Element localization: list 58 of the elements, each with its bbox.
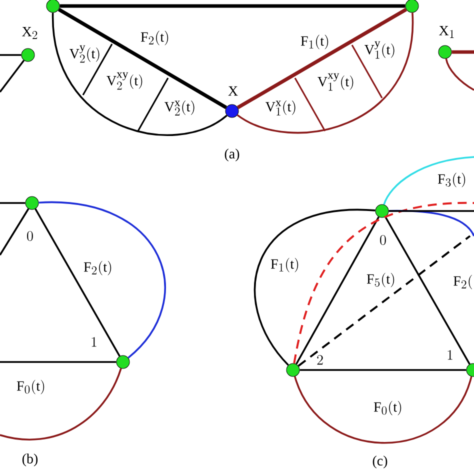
vertex-label: $X_1$ bbox=[439, 26, 454, 38]
region-label: $V_2^y(t)$ bbox=[69, 45, 100, 63]
vertex-dot bbox=[225, 104, 239, 118]
region-label: $F_2(t)$ bbox=[84, 260, 112, 276]
vertex-label: $X$ bbox=[228, 86, 238, 96]
panel-label: (b) bbox=[22, 454, 38, 466]
curve bbox=[383, 156, 474, 205]
edge-line bbox=[60, 4, 406, 8]
region-label: $F_5(t)$ bbox=[366, 272, 394, 288]
edge-line bbox=[296, 216, 380, 365]
edge-line bbox=[34, 208, 120, 357]
vertex-dot bbox=[25, 196, 39, 210]
curve bbox=[236, 12, 414, 134]
region-label: $F_0(t)$ bbox=[374, 400, 402, 416]
edge-line bbox=[384, 216, 470, 365]
curve bbox=[38, 202, 166, 358]
vertex-label: $0$ bbox=[380, 235, 386, 245]
edge-line bbox=[0, 361, 116, 363]
region-label: $V_1^{xy}(t)$ bbox=[318, 73, 354, 91]
region-label: $F_2($ bbox=[454, 274, 472, 290]
curve bbox=[0, 368, 122, 440]
region-label: $F_1(t)$ bbox=[270, 258, 298, 272]
region-label: $F_1(t)$ bbox=[300, 34, 328, 50]
curve bbox=[254, 209, 376, 366]
vertex-label: $X_2$ bbox=[22, 27, 38, 39]
edge-line bbox=[58, 8, 228, 110]
vertex-label: $2$ bbox=[317, 355, 323, 365]
edge-line bbox=[236, 8, 408, 110]
panel-label: (c) bbox=[372, 456, 388, 468]
edge-line bbox=[0, 202, 26, 204]
region-label: $V_2^x(t)$ bbox=[164, 100, 194, 116]
vertex-dot bbox=[466, 363, 474, 377]
panel-label: (a) bbox=[224, 148, 240, 162]
vertex-dot bbox=[375, 204, 389, 218]
region-label: $V_1^y(t)$ bbox=[364, 41, 394, 59]
vertex-dot bbox=[116, 355, 130, 369]
vertex-dot bbox=[286, 363, 300, 377]
vertex-label: $0$ bbox=[27, 231, 33, 241]
region-label: $F_2(t)$ bbox=[140, 30, 168, 46]
region-label: $V_1^x(t)$ bbox=[266, 100, 296, 116]
dashed-curve bbox=[293, 202, 474, 364]
edge-line bbox=[0, 54, 22, 56]
dashed-curve bbox=[298, 235, 471, 367]
region-label: $F_0(t)$ bbox=[16, 380, 44, 394]
curve bbox=[445, 58, 474, 91]
curve bbox=[294, 376, 472, 444]
region-label: $F_3(t)$ bbox=[438, 172, 466, 188]
region-label: $V_2^{xy}(t)$ bbox=[106, 72, 142, 90]
edge-line bbox=[452, 50, 474, 54]
curve bbox=[52, 12, 228, 136]
edge-line bbox=[300, 369, 466, 371]
edge-line bbox=[388, 210, 474, 212]
vertex-dot bbox=[21, 48, 35, 62]
vertex-label: $1$ bbox=[448, 350, 452, 360]
edge-line bbox=[0, 208, 30, 256]
vertex-dot bbox=[438, 45, 452, 59]
vertex-label: $1$ bbox=[92, 337, 96, 347]
edge-line bbox=[0, 60, 25, 93]
